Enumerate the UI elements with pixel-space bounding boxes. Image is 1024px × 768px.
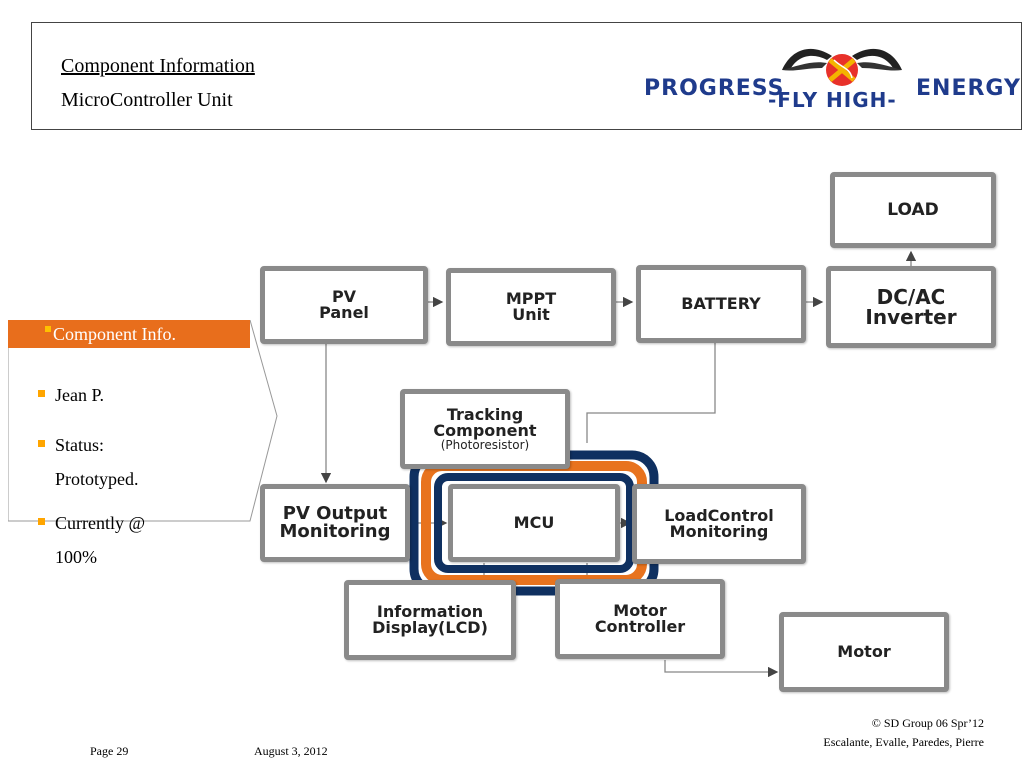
- bullet-text: Jean P.: [55, 385, 104, 405]
- list-item: Status: Prototyped.: [38, 428, 175, 496]
- page-title: Component Information: [61, 55, 255, 77]
- mcu-label: MCU: [513, 513, 555, 532]
- bullet-square-icon: [38, 390, 45, 397]
- battery-block: BATTERY: [636, 265, 806, 343]
- motor-controller-label-1: Motor: [613, 601, 667, 620]
- bullet-square-icon: [38, 440, 45, 447]
- pv-output-label-1: PV Output: [282, 503, 388, 524]
- tracking-label-1: Tracking: [446, 405, 524, 424]
- pv-panel-label-1: PV: [331, 287, 357, 306]
- pv-panel-label-2: Panel: [319, 303, 369, 322]
- info-display-label-2: Display(LCD): [372, 618, 488, 637]
- mppt-label-1: MPPT: [505, 289, 557, 308]
- bullet-text: Currently @ 100%: [55, 513, 146, 567]
- load-control-label-1: LoadControl: [664, 506, 774, 525]
- info-panel-heading: Component Info.: [8, 320, 250, 348]
- list-item: Jean P.: [38, 378, 238, 412]
- winged-emblem-icon: [782, 48, 902, 86]
- mcu-block: MCU: [448, 484, 620, 562]
- inverter-label-2: Inverter: [865, 305, 957, 329]
- motor-block: Motor: [779, 612, 949, 692]
- motor-label: Motor: [837, 642, 891, 661]
- info-display-label-1: Information: [376, 602, 484, 621]
- page-number: Page 29: [90, 744, 129, 758]
- bullet-text: Status: Prototyped.: [55, 435, 139, 489]
- bullet-square-icon: [45, 326, 51, 332]
- date-text: August 3, 2012: [254, 744, 328, 758]
- page-subtitle: MicroController Unit: [61, 89, 233, 111]
- mppt-label-2: Unit: [512, 305, 550, 324]
- bullet-square-icon: [38, 518, 45, 525]
- tracking-label-2: Component: [433, 421, 537, 440]
- copyright-text: © SD Group 06 Spr’12: [871, 716, 984, 730]
- battery-label: BATTERY: [681, 294, 761, 313]
- footer-credits: © SD Group 06 Spr’12 Escalante, Evalle, …: [823, 714, 984, 752]
- tracking-label-3: (Photoresistor): [440, 438, 530, 452]
- connector-motorctrl-motor: [664, 660, 779, 678]
- progress-energy-logo: PROGRESS -FLY HIGH- ENERGY: [642, 38, 1020, 118]
- logo-text-fly-high: -FLY HIGH-: [768, 88, 897, 112]
- logo-text-progress: PROGRESS: [644, 76, 785, 101]
- info-panel-shape: [8, 320, 278, 522]
- list-item: Currently @ 100%: [38, 506, 185, 574]
- info-panel-heading-text: Component Info.: [53, 324, 176, 344]
- mcu-highlight-inner: [434, 473, 634, 573]
- load-block: LOAD: [830, 172, 996, 248]
- header-box: [31, 22, 1022, 130]
- authors-text: Escalante, Evalle, Paredes, Pierre: [823, 735, 984, 749]
- load-label: LOAD: [887, 199, 939, 220]
- motor-controller-label-2: Controller: [594, 617, 686, 636]
- inverter-label-1: DC/AC: [876, 285, 946, 309]
- connector-battery-mcu: [586, 343, 716, 443]
- load-control-label-2: Monitoring: [669, 522, 769, 541]
- logo-text-energy: ENERGY: [916, 76, 1021, 101]
- pv-output-label-2: Monitoring: [279, 521, 391, 542]
- info-bullet-list: Jean P. Status: Prototyped. Currently @ …: [38, 378, 238, 574]
